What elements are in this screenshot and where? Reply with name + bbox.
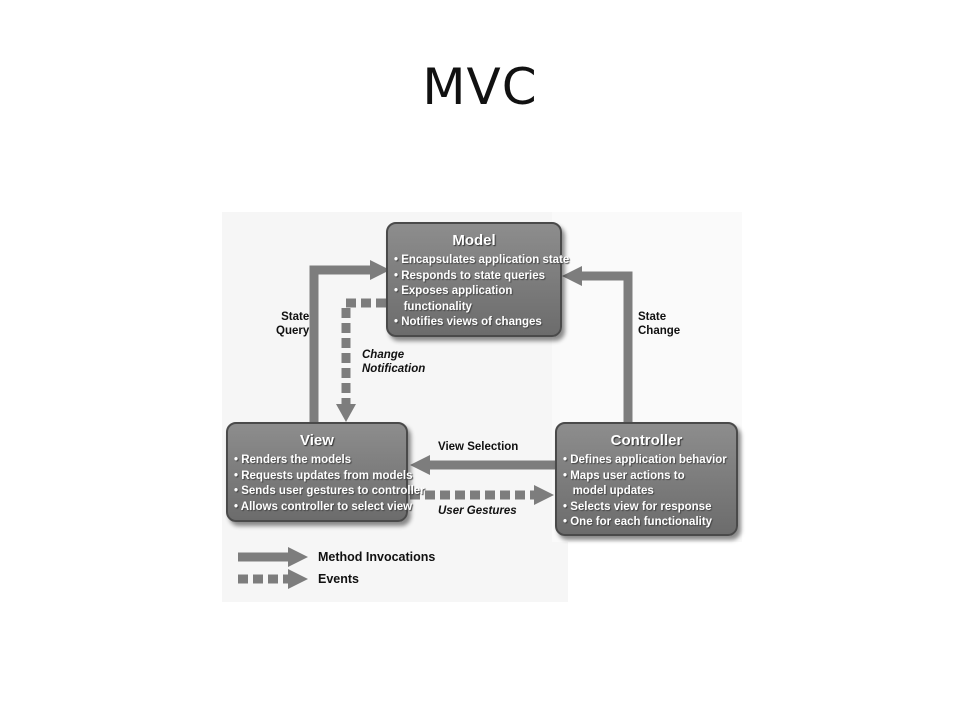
change-notification-label: Change Notification [362,348,425,376]
state-query-label: State Query [276,310,309,338]
list-item: • Notifies views of changes [394,316,542,328]
view-selection-label: View Selection [438,441,519,453]
view-box: View • Renders the models • Requests upd… [226,422,425,522]
state-change-label: State Change [638,310,680,338]
state-query-line-2: Query [276,325,310,337]
list-item: • Renders the models [234,454,352,466]
view-responsibilities: • Renders the models • Requests updates … [228,453,425,515]
state-query-line-1: State [281,311,310,323]
state-query-arrowhead [370,260,390,280]
list-item: • Defines application behavior [563,454,727,466]
list-item: model updates [563,485,654,497]
list-item: • Responds to state queries [394,269,546,282]
view-selection-arrowhead [410,455,430,475]
list-item: • One for each functionality [563,516,713,528]
list-item: • Requests updates from models [234,469,413,482]
model-responsibilities: • Encapsulates application state • Respo… [388,253,570,331]
change-notification-arrow [341,298,386,406]
controller-responsibilities: • Defines application behavior • Maps us… [557,453,736,531]
list-item: • Sends user gestures to controller [234,485,425,497]
slide-title: MVC [422,58,538,116]
model-title: Model [452,232,496,249]
legend-events-arrowhead [288,569,308,589]
legend-method-invocations: Method Invocations [318,550,436,564]
model-box: Model • Encapsulates application state •… [386,222,570,337]
controller-box: Controller • Defines application behavio… [555,422,738,536]
legend-events: Events [318,572,359,586]
change-notification-line-2: Notification [362,363,426,375]
user-gestures-label: User Gestures [438,505,517,517]
state-change-line-2: Change [638,325,681,337]
state-query-arrow [309,265,372,424]
state-change-line-1: State [638,311,667,323]
list-item: • Selects view for response [563,500,712,513]
user-gestures-arrowhead [534,485,554,505]
state-change-arrowhead [562,266,582,286]
list-item: • Exposes application [394,285,513,297]
list-item: • Maps user actions to [563,469,685,482]
change-notification-arrowhead [336,404,356,422]
list-item: • Allows controller to select view [234,500,413,513]
change-notification-line-1: Change [362,349,405,361]
list-item: functionality [394,300,472,313]
view-title: View [300,432,334,449]
list-item: • Encapsulates application state [394,254,570,266]
controller-title: Controller [610,432,683,449]
state-change-arrow [580,271,633,424]
legend-method-arrowhead [288,547,308,567]
